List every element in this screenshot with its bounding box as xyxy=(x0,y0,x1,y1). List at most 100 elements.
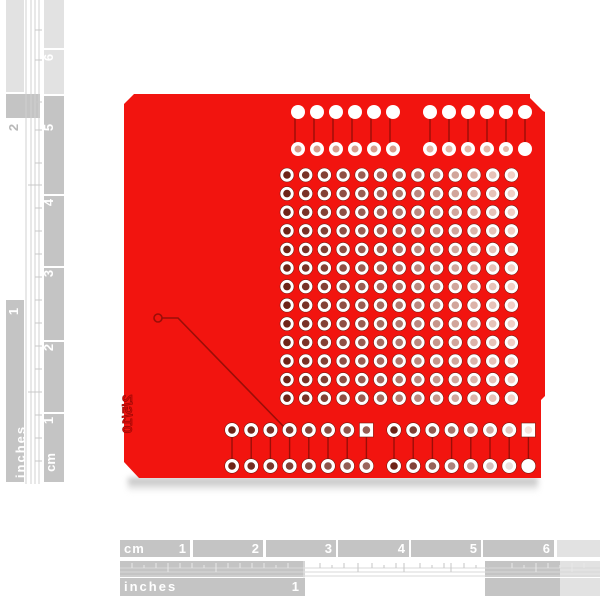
proto-hole-center xyxy=(395,301,404,310)
proto-hole-center xyxy=(470,375,478,384)
proto-hole-center xyxy=(432,320,441,328)
proto-hole-center xyxy=(320,227,329,235)
proto-hole-center xyxy=(301,320,310,328)
proto-hole-center xyxy=(395,320,404,328)
proto-hole-center xyxy=(320,282,329,291)
proto-hole-center xyxy=(301,375,310,384)
bottom-ruler-cm-tick-2: 2 xyxy=(251,541,259,556)
proto-hole-center xyxy=(432,189,441,198)
proto-hole-center xyxy=(358,264,366,272)
bottom-ruler-cm-segment-5: 5 xyxy=(411,540,481,557)
proto-hole-center xyxy=(320,320,329,328)
bottom-ruler-cm-segment-3: 3 xyxy=(266,540,336,557)
proto-hole-center xyxy=(320,375,329,384)
proto-hole-center xyxy=(376,320,385,328)
bottom-ruler-cm-tick-5: 5 xyxy=(469,541,477,556)
proto-hole-center xyxy=(507,301,516,310)
proto-hole-center xyxy=(339,375,347,384)
proto-hole-center xyxy=(376,338,385,347)
proto-hole-center xyxy=(283,227,291,235)
proto-hole-center xyxy=(488,208,497,216)
proto-hole-center xyxy=(320,264,329,272)
left-ruler-inch-segment-1 xyxy=(6,300,24,482)
proto-hole-center xyxy=(376,171,385,179)
proto-hole-center xyxy=(451,227,460,235)
proto-hole-center xyxy=(488,357,497,365)
proto-hole-center xyxy=(432,227,441,235)
proto-hole-center xyxy=(451,301,460,310)
bottom-ruler-tick-bg-right xyxy=(485,561,560,577)
proto-hole-center xyxy=(470,338,478,347)
proto-hole-center xyxy=(432,245,441,254)
proto-hole-center xyxy=(339,208,347,216)
proto-hole-center xyxy=(432,301,441,310)
proto-hole-grid xyxy=(279,167,519,406)
proto-hole-center xyxy=(507,264,516,272)
proto-hole-center xyxy=(376,301,385,310)
proto-hole-center xyxy=(283,282,291,291)
proto-hole-center xyxy=(432,208,441,216)
proto-hole-center xyxy=(414,282,422,291)
proto-hole-center xyxy=(414,394,422,403)
proto-hole-center xyxy=(470,227,478,235)
proto-hole-center xyxy=(507,375,516,384)
proto-hole-center xyxy=(507,245,516,254)
proto-hole-center xyxy=(507,357,516,365)
proto-hole-center xyxy=(451,338,460,347)
proto-hole-center xyxy=(470,320,478,328)
left-ruler-cm-segment-1 xyxy=(44,414,64,482)
proto-hole-center xyxy=(358,338,366,347)
proto-hole-center xyxy=(320,245,329,254)
proto-hole-center xyxy=(395,375,404,384)
proto-hole-center xyxy=(507,189,516,198)
proto-hole-center xyxy=(339,245,347,254)
proto-hole-center xyxy=(320,338,329,347)
proto-hole-center xyxy=(320,208,329,216)
proto-hole-center xyxy=(339,301,347,310)
proto-hole-center xyxy=(451,282,460,291)
proto-hole-center xyxy=(395,171,404,179)
proto-hole-center xyxy=(395,357,404,365)
proto-hole-center xyxy=(507,338,516,347)
proto-hole-center xyxy=(376,264,385,272)
proto-hole-center xyxy=(376,282,385,291)
proto-hole-center xyxy=(395,264,404,272)
proto-hole-center xyxy=(395,227,404,235)
proto-hole-center xyxy=(339,338,347,347)
proto-hole-center xyxy=(358,375,366,384)
proto-hole-center xyxy=(395,245,404,254)
proto-hole-center xyxy=(283,394,291,403)
proto-hole-center xyxy=(488,320,497,328)
proto-hole-center xyxy=(451,320,460,328)
proto-hole-center xyxy=(488,227,497,235)
proto-hole-center xyxy=(414,338,422,347)
proto-hole-center xyxy=(432,338,441,347)
bottom-ruler-cm-segment-1: cm 1 xyxy=(120,540,190,557)
proto-hole-center xyxy=(301,245,310,254)
proto-hole-center xyxy=(432,375,441,384)
proto-hole-center xyxy=(488,394,497,403)
proto-hole-center xyxy=(470,282,478,291)
bottom-ruler-cm-segment-light xyxy=(557,540,600,557)
proto-hole-center xyxy=(339,189,347,198)
proto-hole-center xyxy=(488,282,497,291)
proto-hole-center xyxy=(376,394,385,403)
proto-hole-center xyxy=(432,264,441,272)
left-ruler-inch-segment-top xyxy=(6,94,40,118)
proto-hole-center xyxy=(283,171,291,179)
proto-hole-center xyxy=(470,171,478,179)
proto-hole-center xyxy=(283,357,291,365)
proto-hole-center xyxy=(301,227,310,235)
proto-hole-center xyxy=(414,208,422,216)
proto-hole-center xyxy=(376,189,385,198)
bottom-ruler-cm-segment-6: 6 xyxy=(483,540,554,557)
proto-hole-center xyxy=(376,245,385,254)
proto-hole-center xyxy=(358,320,366,328)
proto-hole-center xyxy=(376,208,385,216)
proto-hole-center xyxy=(395,338,404,347)
proto-hole-center xyxy=(283,301,291,310)
proto-hole-center xyxy=(301,357,310,365)
proto-hole-center xyxy=(358,282,366,291)
proto-hole-center xyxy=(470,189,478,198)
proto-hole-center xyxy=(451,357,460,365)
